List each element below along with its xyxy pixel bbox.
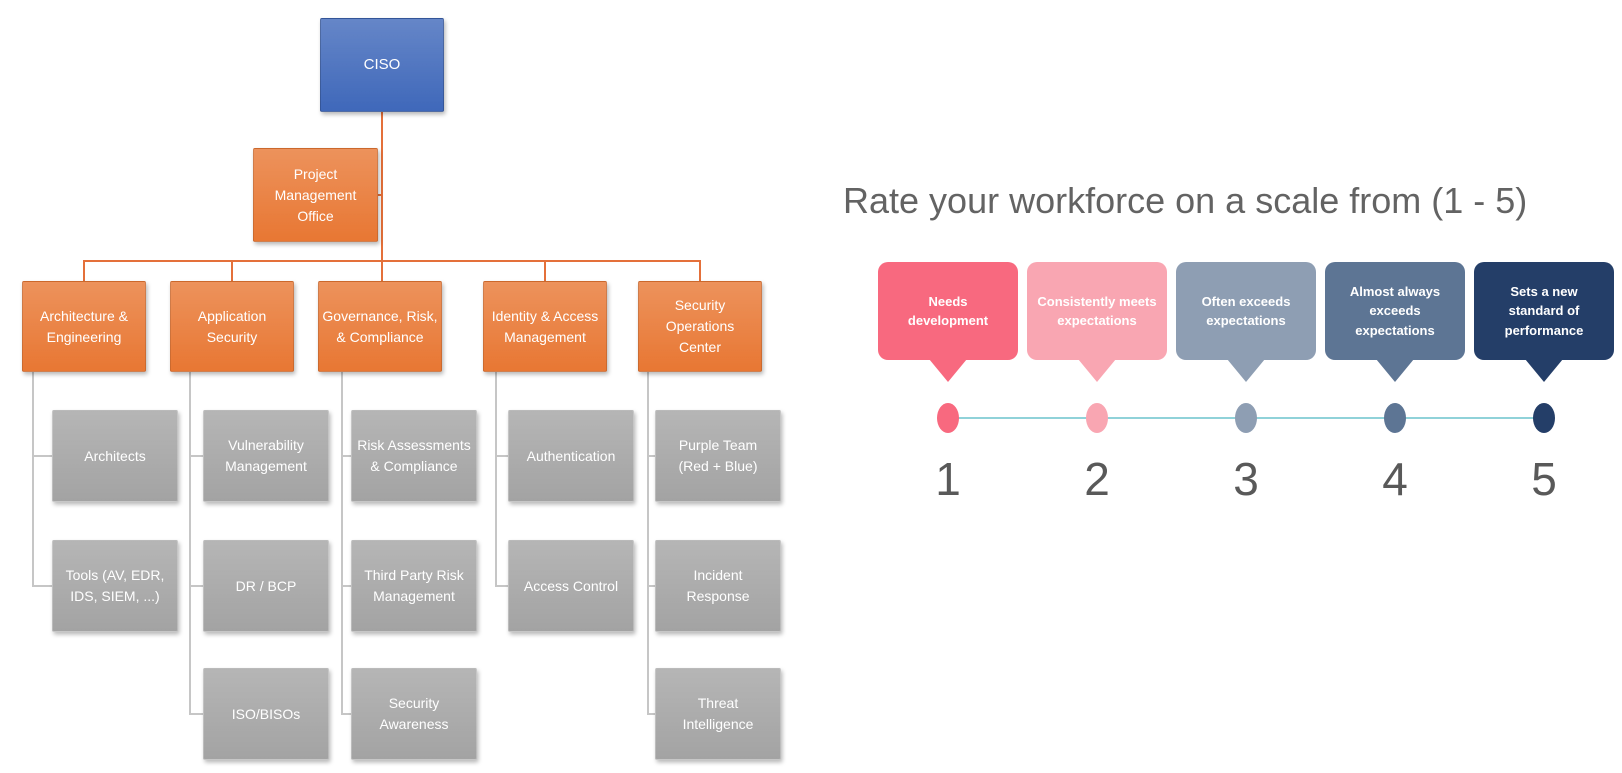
connector-stub-team (647, 455, 655, 457)
rating-number-3: 3 (1233, 453, 1259, 505)
team-box-access-control: Access Control (508, 540, 634, 632)
pmo-box: Project Management Office (253, 148, 378, 242)
team-box-third-party-risk-management: Third Party Risk Management (351, 540, 477, 632)
bubble-tail-icon (1525, 359, 1563, 382)
rating-bubble-1: Needs development (878, 262, 1018, 382)
rating-bubble-label: Needs development (878, 262, 1018, 360)
rating-bubble-4: Almost always exceeds expectations (1325, 262, 1465, 382)
dept-box-architecture-engineering: Architecture & Engineering (22, 281, 146, 372)
rating-number-1: 1 (935, 453, 961, 505)
rating-number-5: 5 (1531, 453, 1557, 505)
connector-col5-vertical (647, 372, 649, 714)
rating-bubble-2: Consistently meets expectations (1027, 262, 1167, 382)
rating-bubbles: Needs development Consistently meets exp… (878, 262, 1614, 382)
connector-ciso-vertical (381, 110, 383, 281)
connector-stub-team (495, 455, 508, 457)
team-box-threat-intelligence: Threat Intelligence (655, 668, 781, 760)
team-box-risk-assessments-compliance: Risk Assessments & Compliance (351, 410, 477, 502)
connector-stub-team (32, 585, 52, 587)
connector-stub-team (189, 713, 203, 715)
rating-dot-4 (1384, 403, 1406, 433)
team-box-incident-response: Incident Response (655, 540, 781, 632)
team-box-vulnerability-management: Vulnerability Management (203, 410, 329, 502)
rating-bubble-label: Often exceeds expectations (1176, 262, 1316, 360)
team-box-dr-bcp: DR / BCP (203, 540, 329, 632)
connector-stub-dept-4 (544, 260, 546, 281)
rating-dot-2 (1086, 403, 1108, 433)
rating-number-4: 4 (1382, 453, 1408, 505)
connector-stub-team (189, 455, 203, 457)
connector-stub-team (189, 585, 203, 587)
team-box-tools: Tools (AV, EDR, IDS, SIEM, ...) (52, 540, 178, 632)
bubble-tail-icon (1078, 359, 1116, 382)
connector-rail (83, 260, 700, 262)
connector-col1-vertical (32, 372, 34, 586)
connector-col4-vertical (495, 372, 497, 586)
rating-dot-1 (937, 403, 959, 433)
connector-stub-team (341, 455, 351, 457)
connector-stub-team (647, 713, 655, 715)
team-box-iso-bisos: ISO/BISOs (203, 668, 329, 760)
connector-stub-dept-2 (231, 260, 233, 281)
connector-stub-team (32, 455, 52, 457)
connector-stub-team (341, 713, 351, 715)
connector-col3-vertical (341, 372, 343, 714)
rating-dot-track (878, 403, 1614, 433)
connector-stub-team (647, 585, 655, 587)
dept-box-application-security: Application Security (170, 281, 294, 372)
rating-title: Rate your workforce on a scale from (1 -… (843, 180, 1528, 221)
dept-box-security-operations-center: Security Operations Center (638, 281, 762, 372)
rating-bubble-label: Consistently meets expectations (1027, 262, 1167, 360)
rating-dot-3 (1235, 403, 1257, 433)
rating-bubble-5: Sets a new standard of performance (1474, 262, 1614, 382)
team-box-architects: Architects (52, 410, 178, 502)
rating-dot-5 (1533, 403, 1555, 433)
connector-col2-vertical (189, 372, 191, 714)
team-box-security-awareness: Security Awareness (351, 668, 477, 760)
connector-stub-dept-1 (83, 260, 85, 281)
rating-bubble-label: Almost always exceeds expectations (1325, 262, 1465, 360)
team-box-purple-team: Purple Team (Red + Blue) (655, 410, 781, 502)
rating-bubble-label: Sets a new standard of performance (1474, 262, 1614, 360)
bubble-tail-icon (1376, 359, 1414, 382)
connector-stub-team (495, 585, 508, 587)
rating-numbers: 1 2 3 4 5 (878, 452, 1614, 506)
bubble-tail-icon (929, 359, 967, 382)
team-box-authentication: Authentication (508, 410, 634, 502)
dept-box-identity-access-management: Identity & Access Management (483, 281, 607, 372)
ciso-box: CISO (320, 18, 444, 112)
rating-number-2: 2 (1084, 453, 1110, 505)
rating-bubble-3: Often exceeds expectations (1176, 262, 1316, 382)
connector-stub-dept-5 (699, 260, 701, 281)
bubble-tail-icon (1227, 359, 1265, 382)
dept-box-governance-risk-compliance: Governance, Risk, & Compliance (318, 281, 442, 372)
connector-stub-team (341, 585, 351, 587)
